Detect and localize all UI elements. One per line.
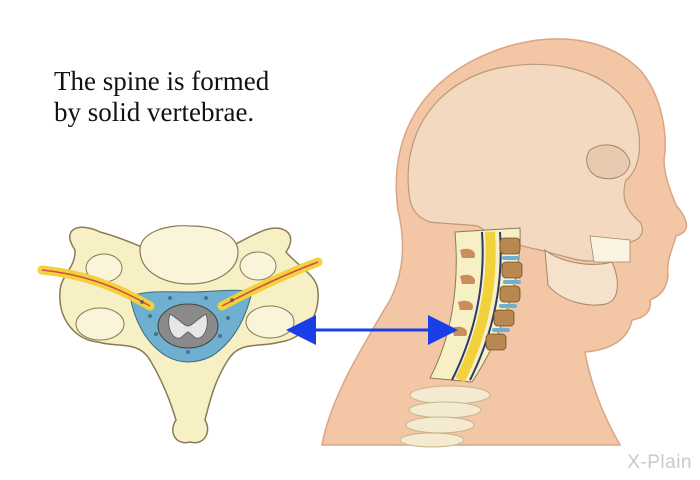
vertebral-body [139,225,239,285]
teeth [589,235,631,263]
csf-dots [140,296,234,354]
caption-line-2: by solid vertebrae. [54,97,255,127]
lateral-mass-right [245,305,295,339]
eye-orbit [586,144,631,180]
mandible [544,248,618,306]
lower-vertebrae [399,385,491,448]
head-neck-figure [321,38,688,448]
skull [407,63,643,262]
caption: The spine is formed by solid vertebrae. [54,66,269,128]
right-foramen [239,251,277,281]
vertebra-cross-section [37,225,323,444]
lateral-mass-left [75,307,125,341]
cervical-spine [429,227,523,383]
grey-matter [168,313,208,339]
brand-logo: X-Plain [627,452,692,473]
caption-line-1: The spine is formed [54,66,270,96]
